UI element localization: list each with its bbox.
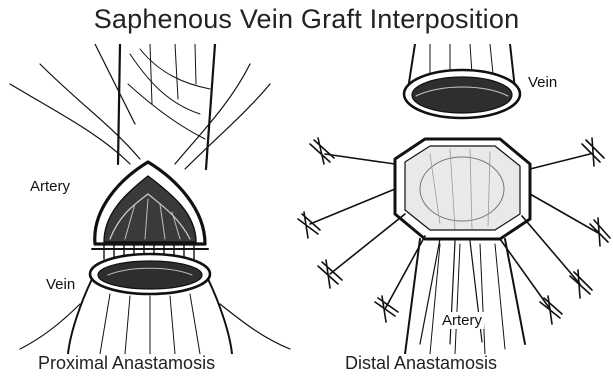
distal-anastomosis-illustration: Vein Artery xyxy=(290,44,613,354)
distal-vein-label: Vein xyxy=(526,74,559,91)
diagram-title: Saphenous Vein Graft Interposition xyxy=(0,4,613,35)
proximal-vein-label: Vein xyxy=(44,276,77,293)
proximal-artery-label: Artery xyxy=(28,178,72,195)
proximal-anastomosis-drawing xyxy=(0,44,300,354)
distal-anastomosis-drawing xyxy=(290,44,613,354)
proximal-caption: Proximal Anastamosis xyxy=(38,353,215,374)
proximal-anastomosis-illustration: Artery Vein xyxy=(0,44,300,354)
distal-artery-label: Artery xyxy=(440,312,484,329)
distal-caption: Distal Anastamosis xyxy=(345,353,497,374)
